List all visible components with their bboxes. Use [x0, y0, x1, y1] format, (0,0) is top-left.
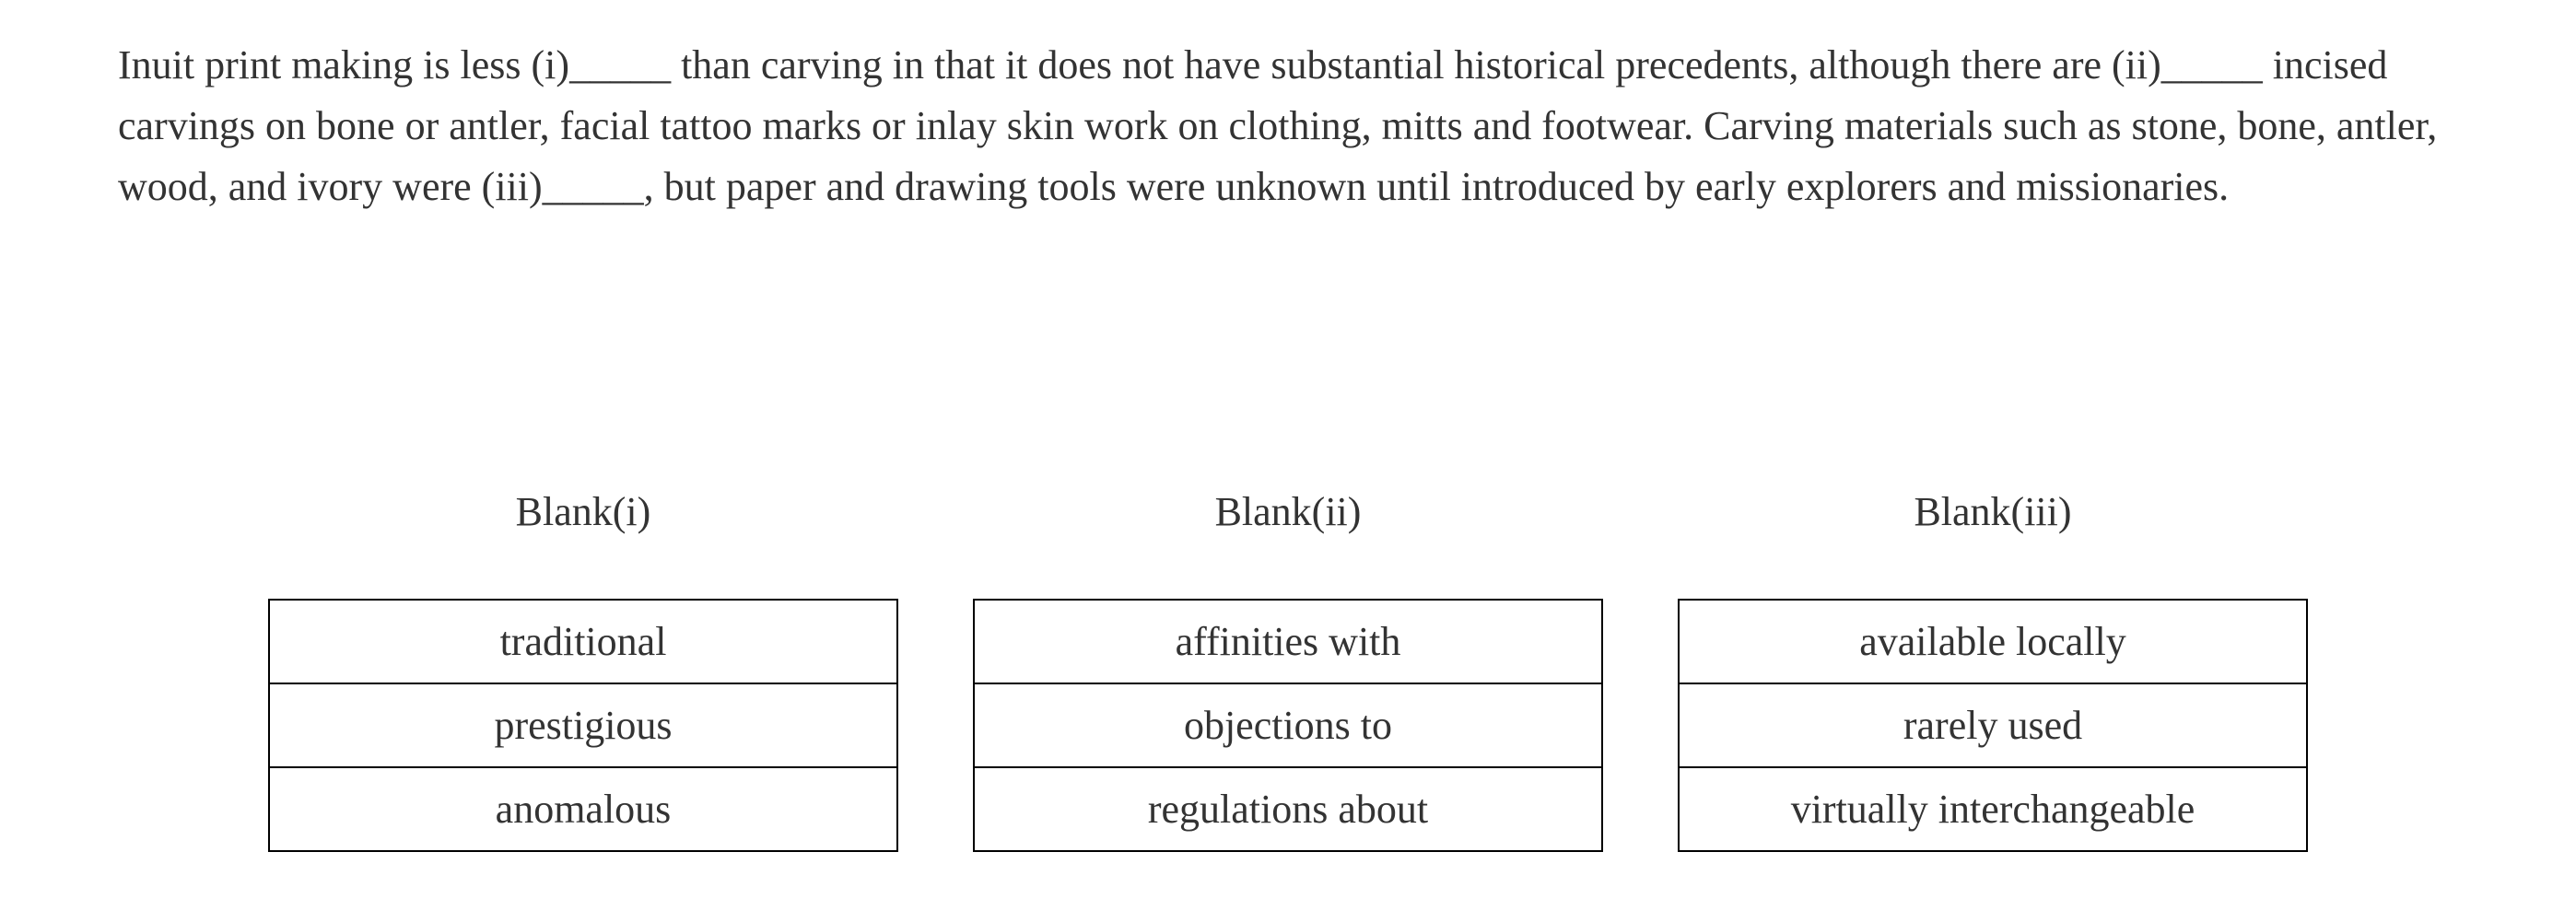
option-regulations-about[interactable]: regulations about [975, 766, 1601, 850]
option-anomalous[interactable]: anomalous [270, 766, 896, 850]
passage-text-4: , but paper and drawing tools were unkno… [643, 164, 2230, 209]
option-virtually-interchangeable[interactable]: virtually interchangeable [1680, 766, 2306, 850]
option-objections-to[interactable]: objections to [975, 683, 1601, 766]
blank-ii-column: Blank(ii) affinities with objections to … [973, 482, 1603, 852]
option-prestigious[interactable]: prestigious [270, 683, 896, 766]
passage-text-2: than carving in that it does not have su… [671, 42, 2161, 88]
blank-i-column: Blank(i) traditional prestigious anomalo… [268, 482, 898, 852]
blank-ii-placeholder: _____ [2160, 42, 2263, 88]
passage-text-3: incised carvings on bone or antler, faci… [118, 42, 2438, 209]
blank-ii-heading: Blank(ii) [1214, 489, 1362, 534]
question-passage: Inuit print making is less (i)_____ than… [118, 35, 2476, 217]
option-traditional[interactable]: traditional [499, 618, 667, 664]
blank-iii-heading: Blank(iii) [1914, 489, 2072, 534]
passage-text-1: Inuit print making is less (i) [118, 42, 570, 88]
blank-ii-options: affinities with objections to regulation… [973, 599, 1603, 852]
answer-choices: Blank(i) traditional prestigious anomalo… [268, 482, 2308, 852]
blank-iii-placeholder: _____ [542, 164, 644, 209]
blank-i-options: traditional prestigious anomalous [268, 599, 898, 852]
blank-iii-column: Blank(iii) available locally rarely used… [1678, 482, 2308, 852]
option-available-locally[interactable]: available locally [1859, 618, 2126, 664]
blank-i-heading: Blank(i) [515, 489, 651, 534]
blank-iii-options: available locally rarely used virtually … [1678, 599, 2308, 852]
blank-i-placeholder: _____ [569, 42, 672, 88]
option-rarely-used[interactable]: rarely used [1680, 683, 2306, 766]
option-affinities-with[interactable]: affinities with [1175, 618, 1401, 664]
